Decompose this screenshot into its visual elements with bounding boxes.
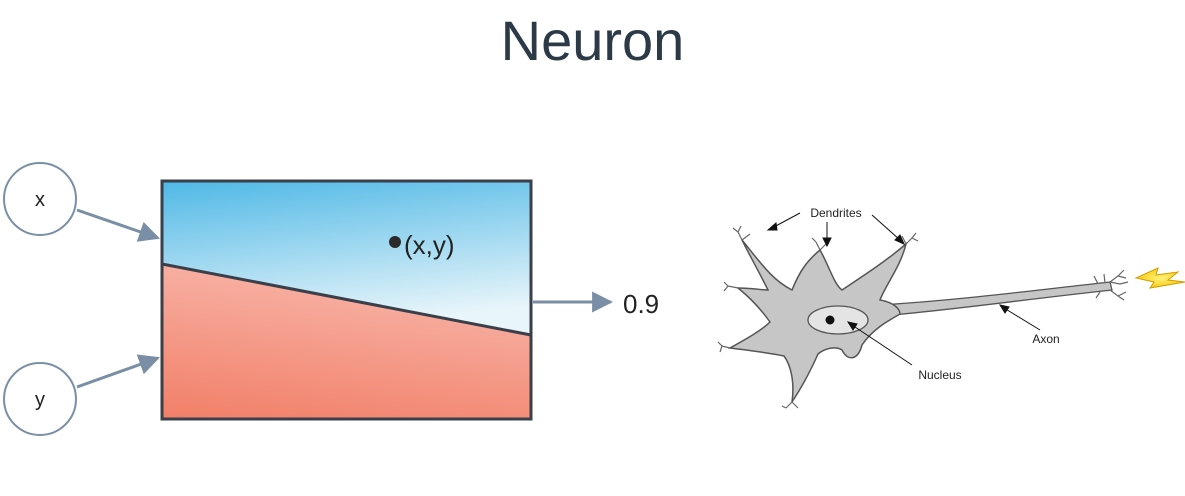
input-arrow-y [76, 354, 160, 389]
decision-boundary [161, 262, 532, 337]
dendrites-label: Dendrites [810, 206, 861, 220]
dendrite-branches [717, 225, 919, 409]
signal-spark-icon [1134, 267, 1185, 289]
label-pointers [766, 212, 1041, 366]
nucleolus [825, 315, 835, 325]
data-point [389, 236, 401, 248]
axon-shape [879, 281, 1113, 317]
input-label-x: x [35, 189, 45, 211]
decision-box: (x,y) [160, 179, 533, 421]
point-label: (x,y) [404, 230, 455, 260]
input-node-y: y [3, 362, 77, 436]
input-node-x: x [3, 162, 77, 236]
slide-title: Neuron [500, 9, 685, 72]
input-arrow-x [76, 208, 160, 242]
output-value: 0.9 [623, 289, 659, 319]
box-border [160, 179, 533, 421]
lower-region [162, 264, 531, 419]
nucleus-label: Nucleus [918, 368, 961, 382]
axon-terminal [1093, 269, 1129, 301]
axon-label: Axon [1032, 332, 1059, 346]
biological-neuron-illustration: Dendrites Nucleus Axon [717, 206, 1185, 409]
upper-region [162, 181, 531, 335]
input-label-y: y [35, 389, 45, 411]
